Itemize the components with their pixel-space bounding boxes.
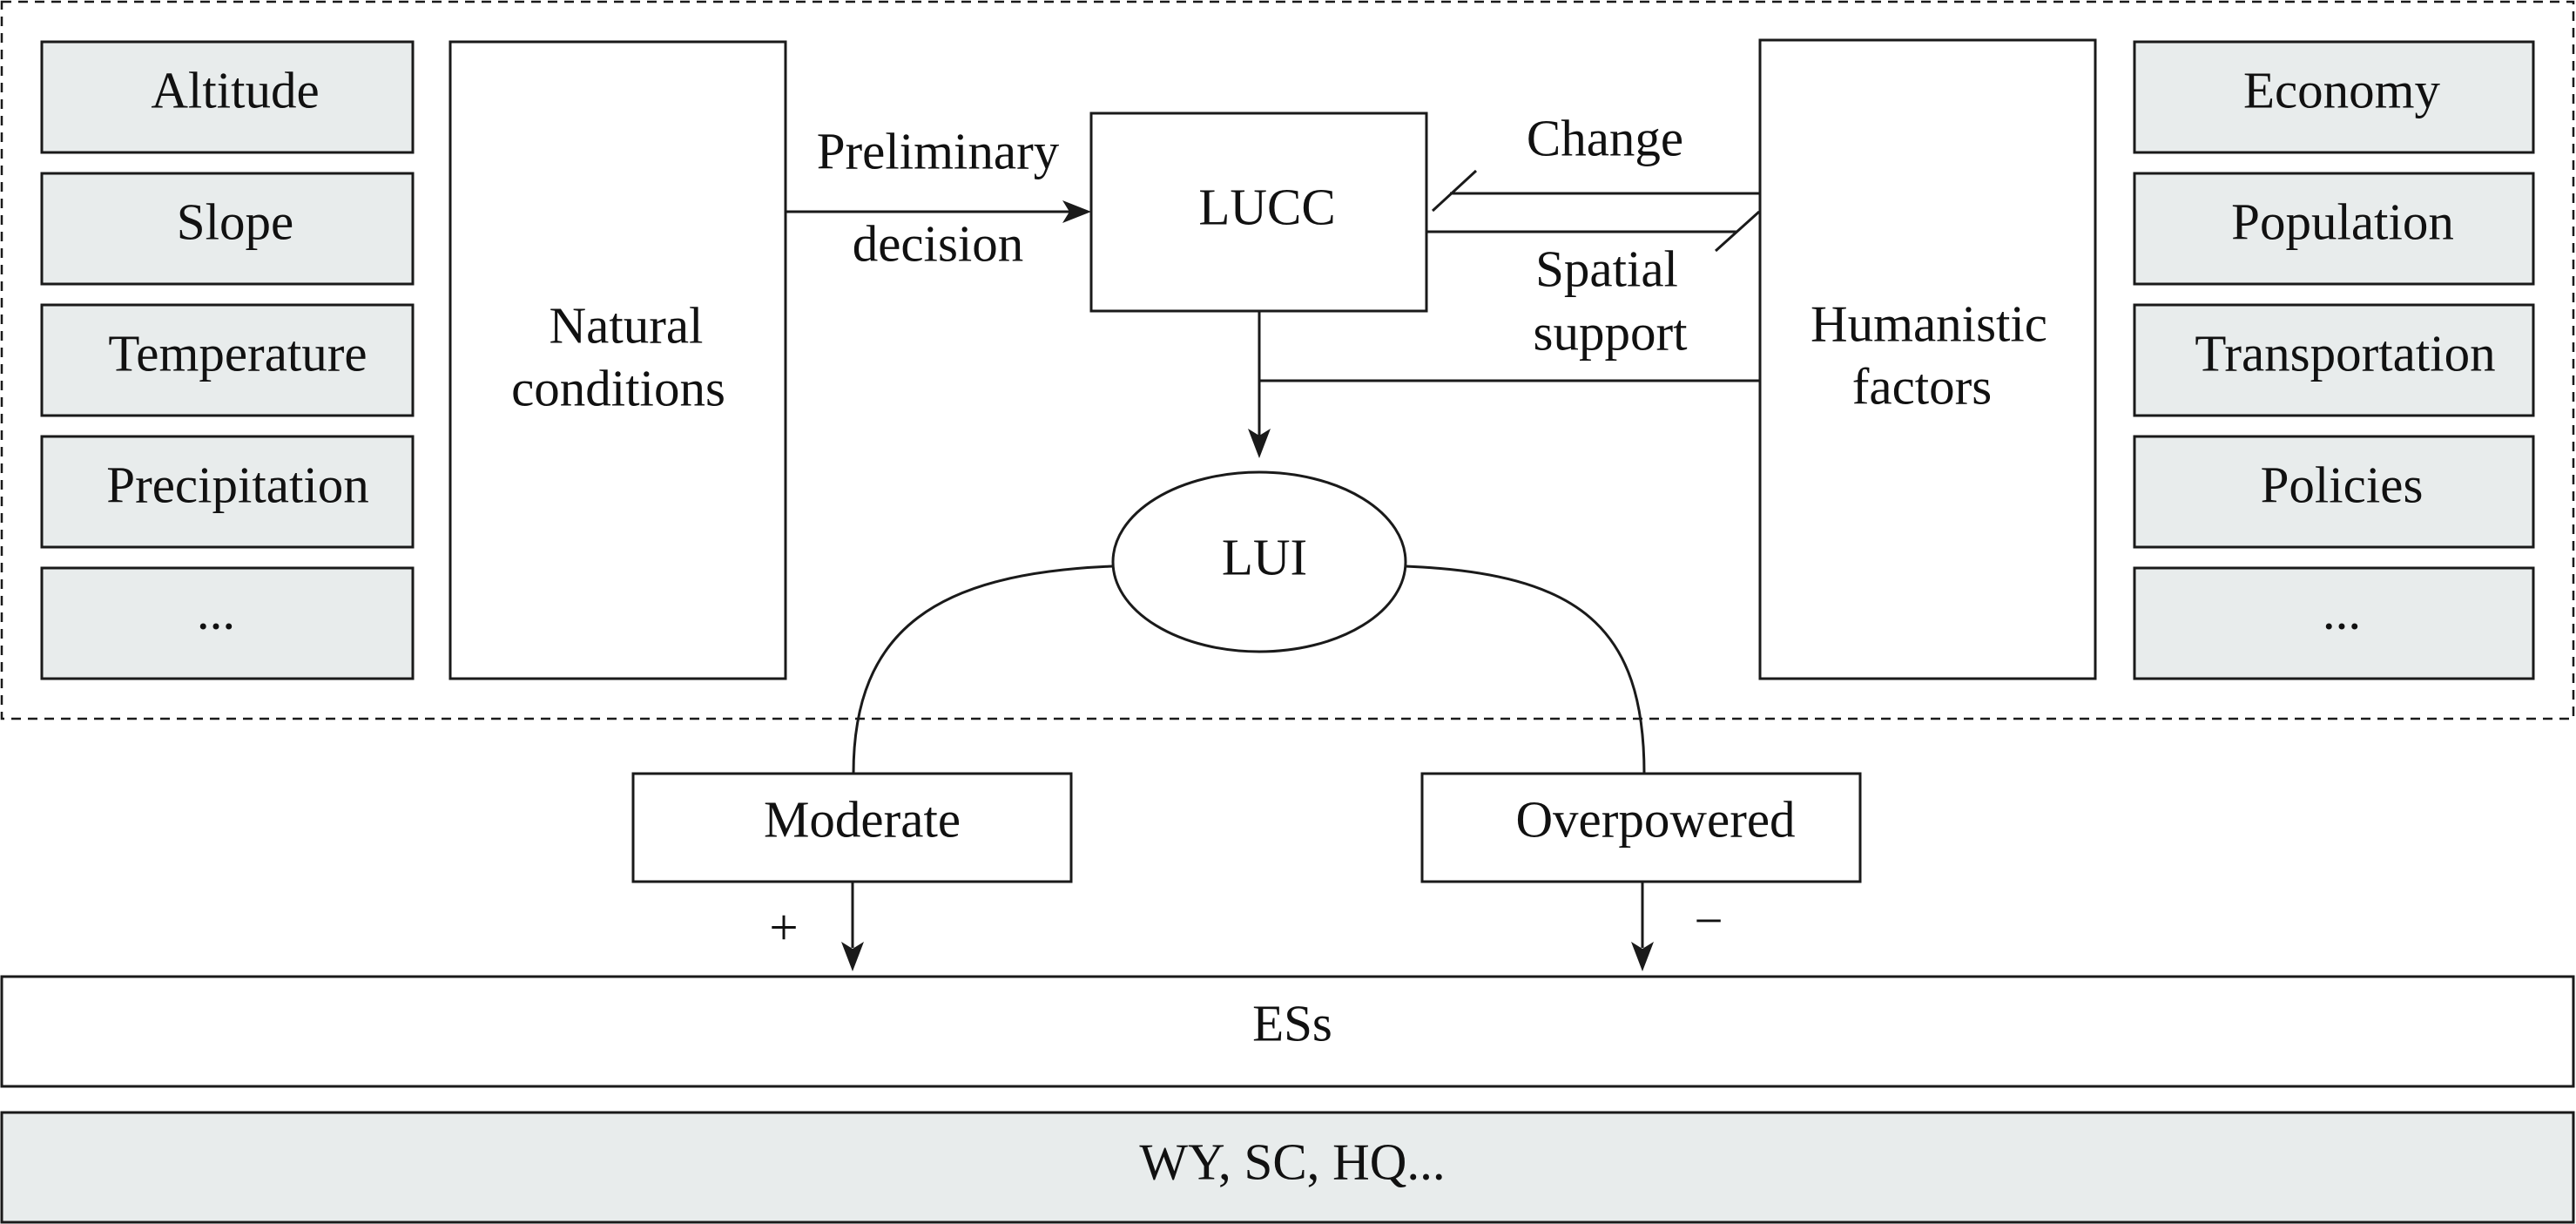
moderate-to-ess-arrow: + bbox=[769, 882, 864, 971]
dashed-frame bbox=[0, 0, 2575, 720]
spatial-support-label-line1: Spatial bbox=[1535, 240, 1678, 298]
lui-node: LUI bbox=[1111, 470, 1407, 653]
natural-factor-item: Precipitation bbox=[40, 435, 415, 549]
natural-factors-list: Altitude Slope Temperature Precipitation… bbox=[40, 40, 415, 680]
lucc-to-lui-arrow bbox=[1248, 311, 1760, 458]
spatial-support-label-line2: support bbox=[1534, 304, 1689, 362]
natural-factor-item: Temperature bbox=[40, 303, 415, 417]
natural-factor-label: Altitude bbox=[151, 62, 319, 119]
change-connector: Change bbox=[1431, 110, 1760, 213]
humanistic-factor-item: ... bbox=[2133, 566, 2535, 680]
services-node: WY, SC, HQ... bbox=[0, 1111, 2575, 1224]
natural-factor-label: Slope bbox=[177, 193, 293, 251]
spatial-support-tick bbox=[1714, 210, 1761, 253]
humanistic-factor-box bbox=[2133, 303, 2535, 417]
natural-conditions-node: Natural conditions bbox=[448, 40, 787, 680]
humanistic-factor-box bbox=[2133, 435, 2535, 549]
natural-conditions-box bbox=[448, 40, 787, 680]
lui-ellipse bbox=[1111, 470, 1407, 653]
overpowered-label: Overpowered bbox=[1515, 791, 1795, 849]
moderate-to-ess-arrowhead bbox=[841, 942, 864, 971]
humanistic-factor-box bbox=[2133, 566, 2535, 680]
natural-factor-box bbox=[40, 435, 415, 549]
humanistic-factor-label: Economy bbox=[2243, 62, 2441, 119]
ess-label: ESs bbox=[1252, 995, 1332, 1052]
humanistic-factor-label: ... bbox=[2323, 583, 2361, 640]
humanistic-factor-item: Economy bbox=[2133, 40, 2535, 154]
humanistic-factor-item: Transportation bbox=[2133, 303, 2535, 417]
lucc-node: LUCC bbox=[1089, 112, 1428, 313]
lucc-to-lui-arrowhead bbox=[1248, 429, 1271, 458]
lui-overpowered-curve bbox=[1405, 565, 1646, 774]
lui-label: LUI bbox=[1222, 529, 1307, 586]
overpowered-to-ess-arrowhead bbox=[1631, 942, 1654, 971]
humanistic-factors-box bbox=[1758, 38, 2097, 680]
overpowered-node: Overpowered bbox=[1420, 772, 1862, 883]
services-box bbox=[0, 1111, 2575, 1224]
natural-factor-label: ... bbox=[197, 583, 235, 640]
preliminary-decision-arrow: Preliminary decision bbox=[786, 123, 1091, 273]
services-label: WY, SC, HQ... bbox=[1139, 1133, 1445, 1191]
ess-node: ESs bbox=[0, 975, 2575, 1088]
moderate-box bbox=[631, 772, 1073, 883]
natural-factor-box bbox=[40, 303, 415, 417]
spatial-support-connector: Spatial support bbox=[1426, 210, 1761, 362]
natural-factor-item: Altitude bbox=[40, 40, 415, 154]
natural-factor-box bbox=[40, 172, 415, 286]
natural-conditions-line2: conditions bbox=[511, 360, 725, 417]
humanistic-factors-list: Economy Population Transportation Polici… bbox=[2133, 40, 2535, 680]
natural-factor-label: Precipitation bbox=[106, 456, 368, 514]
positive-sign: + bbox=[769, 899, 798, 957]
humanistic-factors-line1: Humanistic bbox=[1811, 295, 2047, 353]
lui-moderate-curve bbox=[852, 565, 1114, 774]
humanistic-factor-box bbox=[2133, 172, 2535, 286]
natural-factor-item: ... bbox=[40, 566, 415, 680]
change-tick bbox=[1431, 169, 1478, 213]
natural-factor-label: Temperature bbox=[108, 325, 367, 382]
moderate-node: Moderate bbox=[631, 772, 1073, 883]
negative-sign: − bbox=[1694, 892, 1723, 950]
ess-box bbox=[0, 975, 2575, 1088]
natural-factor-box bbox=[40, 40, 415, 154]
humanistic-factor-label: Transportation bbox=[2195, 325, 2495, 382]
lucc-box bbox=[1089, 112, 1428, 313]
humanistic-factor-item: Policies bbox=[2133, 435, 2535, 549]
overpowered-to-ess-arrow: − bbox=[1631, 882, 1723, 971]
natural-conditions-line1: Natural bbox=[550, 297, 704, 355]
overpowered-box bbox=[1420, 772, 1862, 883]
preliminary-decision-label-line1: Preliminary bbox=[817, 123, 1060, 180]
natural-factor-box bbox=[40, 566, 415, 680]
humanistic-factor-box bbox=[2133, 40, 2535, 154]
lucc-label: LUCC bbox=[1198, 179, 1335, 236]
preliminary-decision-label-line2: decision bbox=[853, 215, 1024, 273]
humanistic-factor-label: Population bbox=[2231, 193, 2454, 251]
humanistic-factor-item: Population bbox=[2133, 172, 2535, 286]
preliminary-decision-arrowhead bbox=[1062, 200, 1091, 223]
moderate-label: Moderate bbox=[764, 791, 961, 849]
natural-factor-item: Slope bbox=[40, 172, 415, 286]
humanistic-factors-node: Humanistic factors bbox=[1758, 38, 2097, 680]
humanistic-factor-label: Policies bbox=[2261, 456, 2424, 514]
humanistic-factors-line2: factors bbox=[1852, 358, 1993, 416]
change-label: Change bbox=[1527, 110, 1683, 167]
